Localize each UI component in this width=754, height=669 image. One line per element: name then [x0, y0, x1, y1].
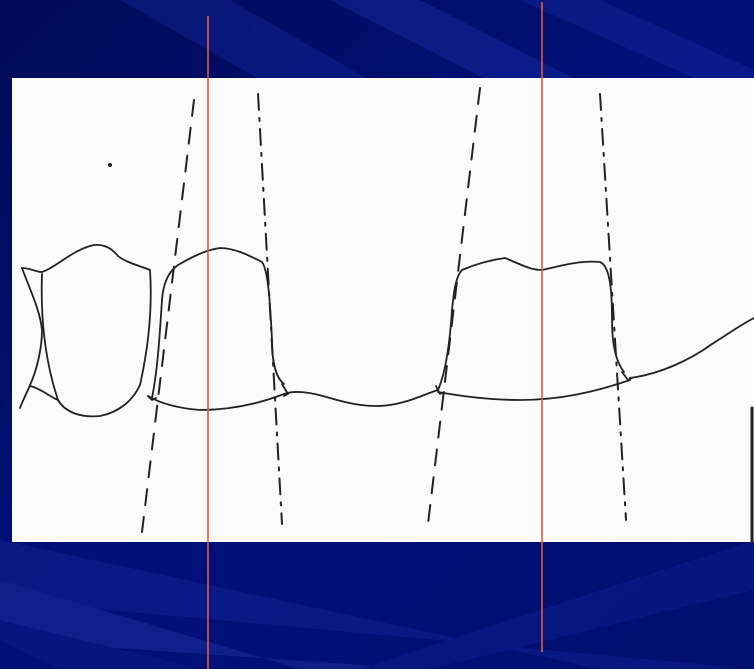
tooth-2-outline	[151, 247, 285, 399]
axis-line-tooth-2-dashed	[141, 99, 195, 533]
gum-line-2	[437, 379, 631, 401]
scan-mark	[108, 163, 112, 167]
gum-notch-1	[147, 395, 157, 401]
tooth-1-left-edge	[19, 267, 43, 409]
tooth-1-left-edge-lower	[29, 385, 59, 401]
tooth-3-outline	[437, 257, 625, 391]
axis-line-tooth-2-dashdot	[257, 93, 283, 525]
gum-notch-2	[281, 383, 289, 397]
gingiva-right	[629, 317, 754, 379]
gum-notch-3	[435, 385, 445, 395]
gingiva-middle	[283, 389, 439, 407]
axis-line-tooth-3-dashdot	[599, 93, 627, 521]
sketch-panel	[12, 78, 754, 542]
gum-line-1	[147, 393, 285, 411]
axis-line-tooth-3-dashed	[427, 87, 481, 525]
